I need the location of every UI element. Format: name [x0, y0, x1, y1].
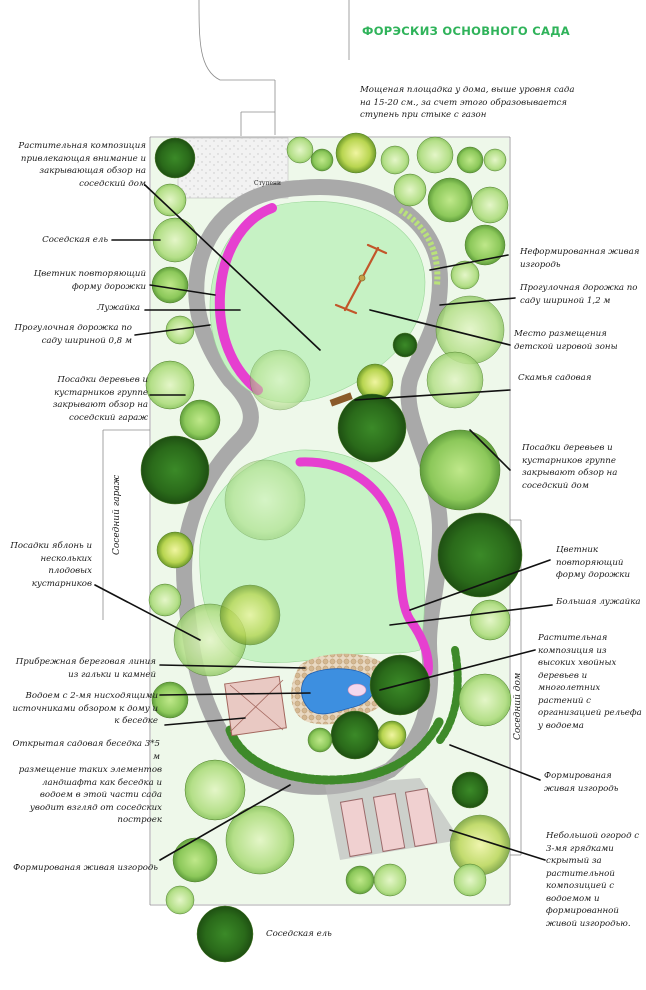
note-gazebo: Открытая садовая беседка 3*5 м [12, 739, 160, 762]
note-gazebo-explanation: размещение таких элементов ландшафта как… [18, 765, 162, 825]
garden-bench [329, 392, 353, 407]
note-bench: Скамья садовая [518, 373, 592, 383]
note-trees-garage: Посадки деревьев и кустарников группе за… [52, 375, 148, 423]
sketch-title: ФОРЭСКИЗ ОСНОВНОГО САДА [362, 24, 570, 38]
note-plant-composition-pond: Растительная композиция из высоких хвойн… [538, 633, 642, 731]
pond [291, 653, 393, 725]
note-neighbor-spruce-top: Соседская ель [42, 235, 108, 245]
vegetable-beds [325, 778, 460, 860]
note-hedge-bottom-left: Формированая живая изгородь [13, 863, 158, 873]
planting-shrubs [140, 132, 523, 963]
note-apple-trees: Посадки яблонь и нескольких плодовых кус… [10, 541, 92, 589]
note-big-lawn: Большая лужайка [556, 597, 641, 607]
label-neighbor-house: Соседний дом [513, 672, 523, 740]
note-playground: Место размещения детской игровой зоны [514, 329, 618, 352]
note-plant-composition-top: Растительная композиция привлекающая вни… [18, 141, 146, 189]
note-informal-hedge: Неформированная живая изгородь [520, 247, 640, 270]
note-trees-house: Посадки деревьев и кустарников группе за… [522, 443, 618, 491]
garden-gazebo [224, 675, 287, 737]
note-vegetable-garden: Небольшой огород с 3-мя грядками скрытый… [546, 831, 640, 929]
note-neighbor-spruce-bottom: Соседская ель [266, 929, 332, 939]
note-path-08: Прогулочная дорожка по саду шириной 0,8 … [14, 323, 132, 346]
label-neighbor-garage: Соседний гараж [112, 474, 122, 555]
note-flowerbed-repeat-top: Цветник повторяющий форму дорожки [33, 269, 146, 292]
walking-path [176, 179, 448, 795]
leader-lines [94, 184, 553, 861]
formed-hedge-right [436, 646, 462, 744]
label-steps: Ступени [254, 180, 281, 187]
flowerbed-upper [214, 203, 277, 395]
informal-hedge-strip [398, 207, 441, 286]
note-terrace: Мощеная площадка у дома, выше уровня сад… [360, 85, 575, 120]
note-shore-line: Прибрежная береговая линия из гальки и к… [15, 657, 156, 680]
note-pond: Водоем с 2-мя нисходящими источниками об… [12, 691, 158, 726]
playground-equipment [334, 243, 388, 315]
sheet-frame-lines [102, 0, 522, 906]
formed-hedge-lower [225, 715, 445, 785]
note-flowerbed-repeat-right: Цветник повторяющий форму дорожки [556, 545, 630, 580]
note-path-12: Прогулочная дорожка по саду шириной 1,2 … [520, 283, 638, 306]
flowerbed-lower [295, 457, 433, 677]
note-lawn-top: Лужайка [97, 303, 140, 313]
note-hedge-formed-right: Формированая живая изгородь [544, 771, 619, 794]
